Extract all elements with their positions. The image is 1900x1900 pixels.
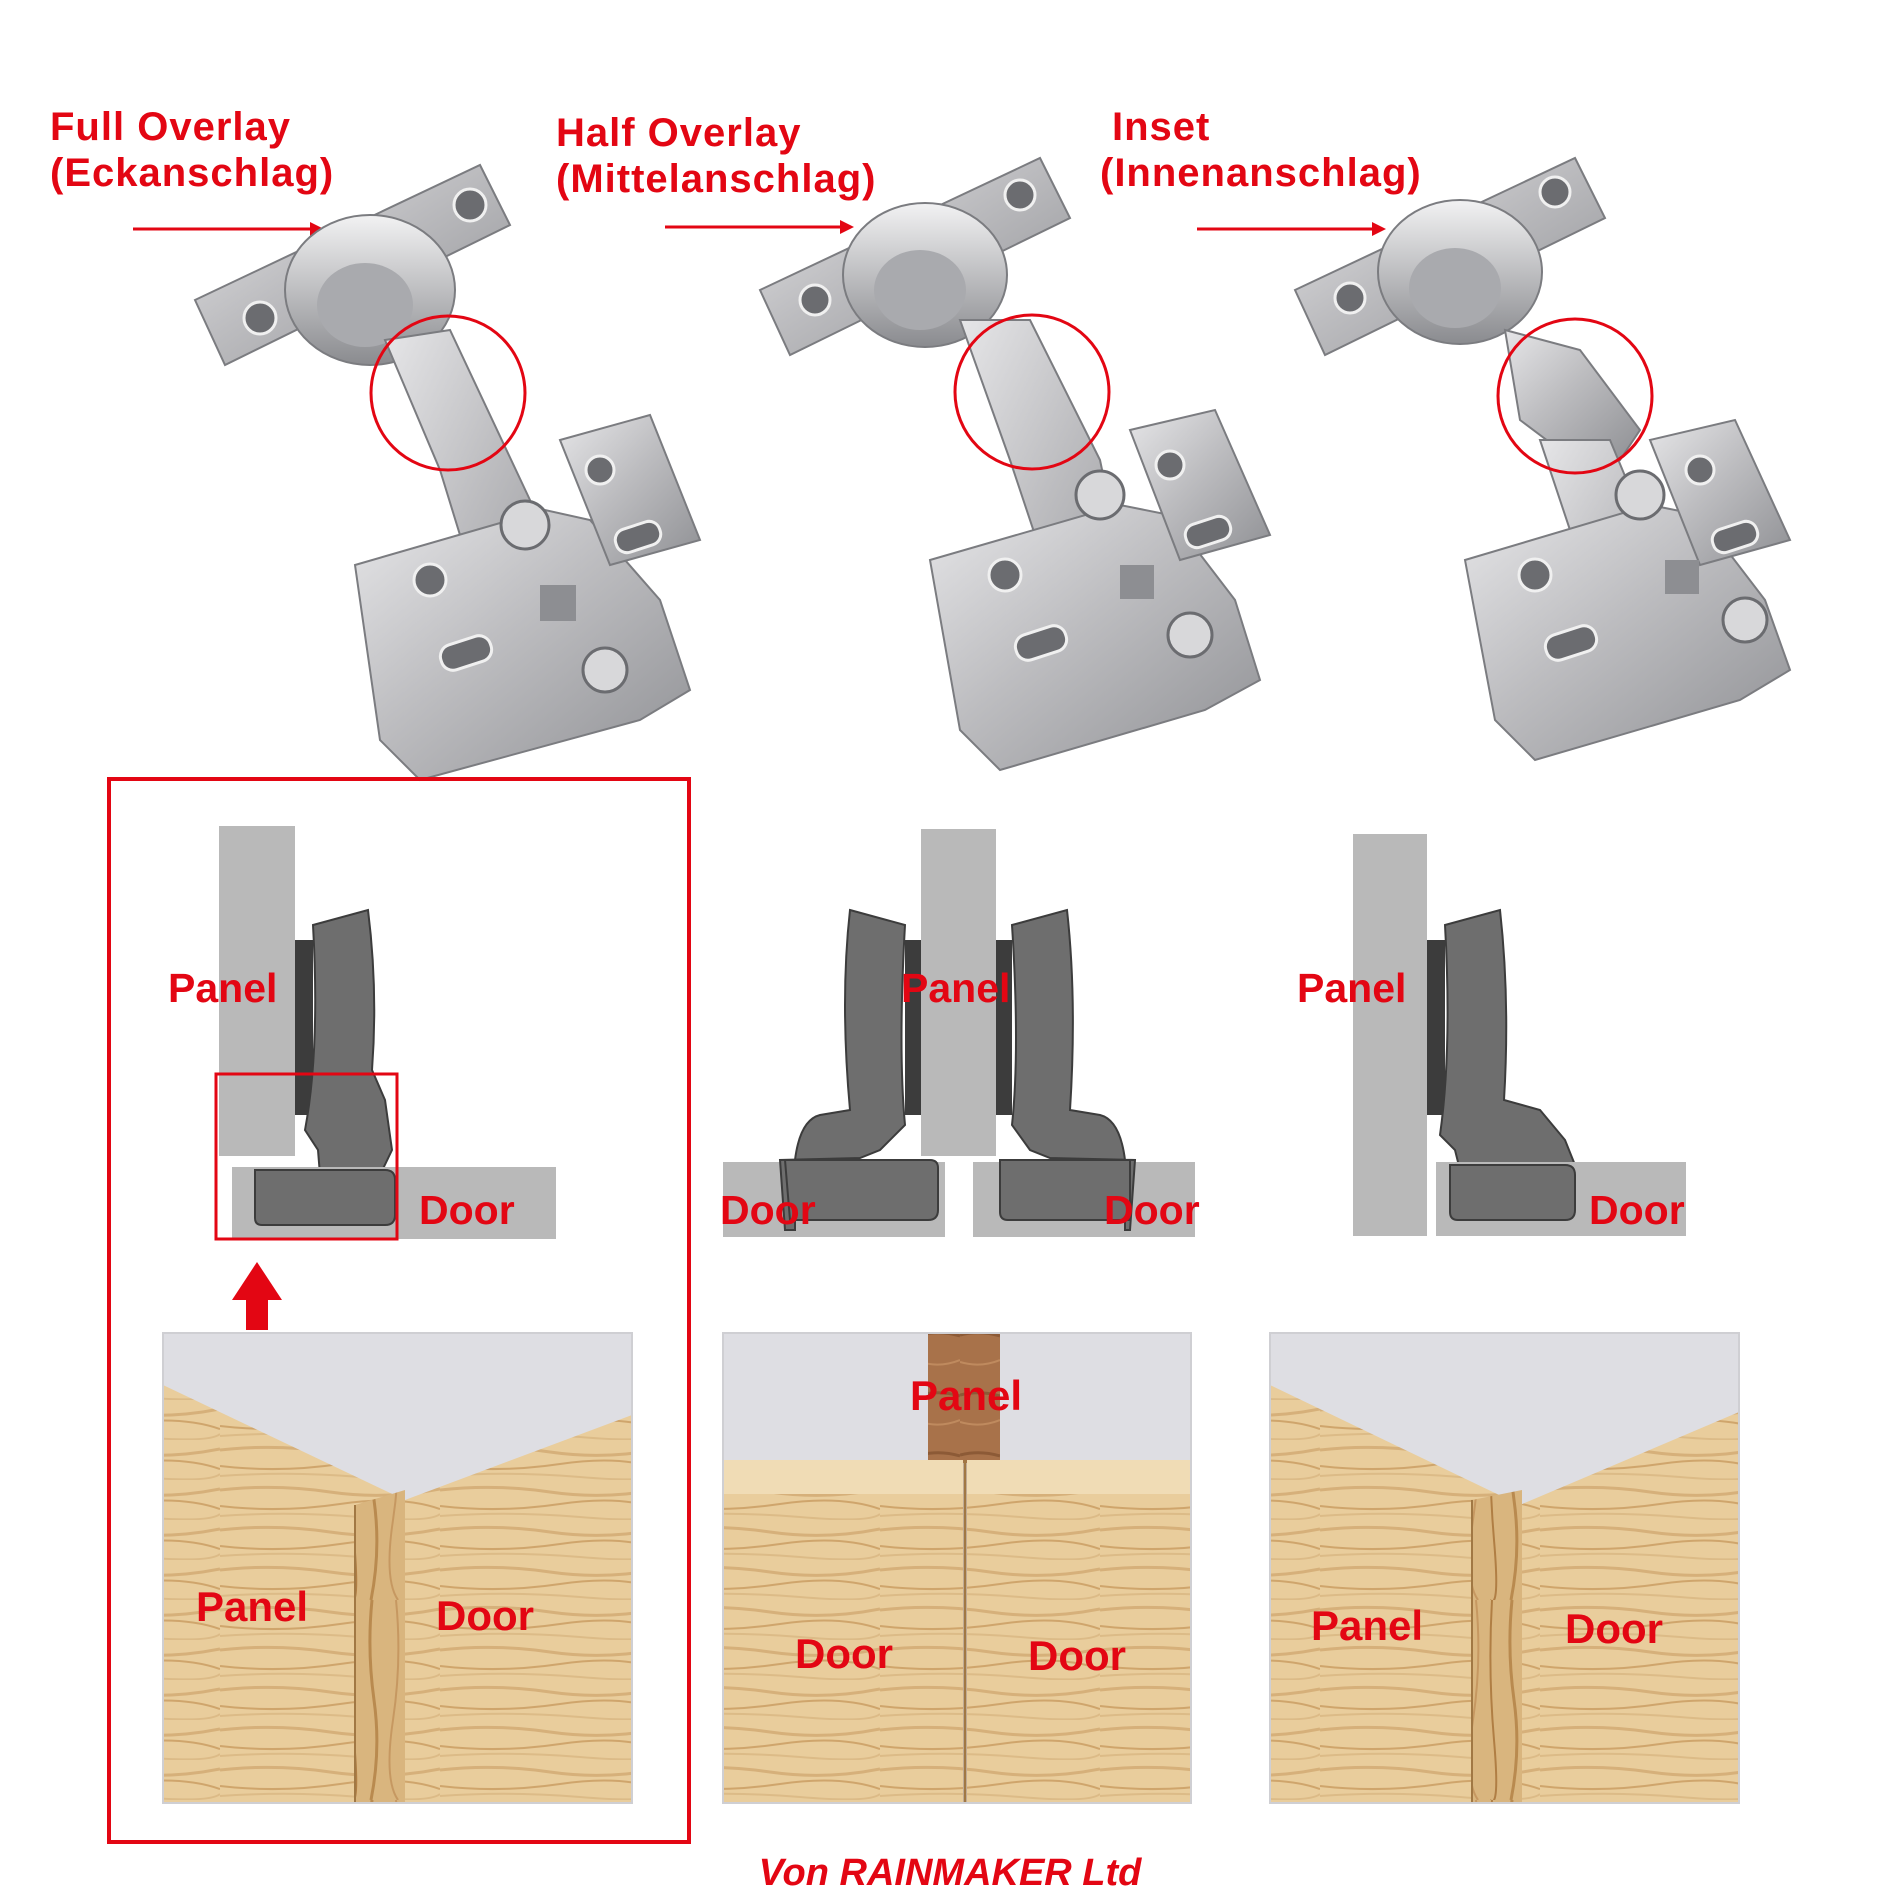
- highlight-circle-inset: [1496, 317, 1654, 475]
- pointer-arrow-full: [133, 222, 324, 236]
- diagram-label-inset-door: Door: [1589, 1187, 1685, 1233]
- diagram-panel-inset: [1353, 834, 1427, 1236]
- diagram-half-overlay: [723, 829, 1195, 1237]
- header-half-overlay: Half Overlay (Mittelanschlag): [556, 110, 876, 202]
- diagram-label-half-door-left: Door: [720, 1187, 816, 1233]
- photo-label-full-panel: Panel: [196, 1583, 309, 1630]
- hinge-photo-full-overlay: [193, 163, 702, 782]
- photo-label-half-panel: Panel: [910, 1372, 1023, 1419]
- highlight-circle-full: [369, 314, 527, 472]
- wood-photo-full-overlay: [162, 1332, 633, 1804]
- diagram-label-full-panel: Panel: [168, 965, 278, 1011]
- diagram-label-inset-panel: Panel: [1297, 965, 1407, 1011]
- full-overlay-highlight-frame: [107, 777, 691, 1844]
- wood-photo-half-overlay: [722, 1332, 1192, 1804]
- header-full-overlay: Full Overlay (Eckanschlag): [50, 104, 334, 196]
- footer-credit: Von RAINMAKER Ltd: [758, 1852, 1142, 1894]
- diagram-detail-box: [214, 1072, 399, 1241]
- diagram-full-overlay: [214, 826, 556, 1330]
- diagram-label-half-panel: Panel: [901, 965, 1011, 1011]
- photo-label-inset-door: Door: [1565, 1605, 1663, 1652]
- hinge-photo-half-overlay: [758, 156, 1272, 772]
- header-arrows: [133, 220, 1386, 236]
- header-inset-subtitle: (Innenanschlag): [1100, 151, 1422, 195]
- photo-label-full-door: Door: [436, 1592, 534, 1639]
- pointer-arrow-inset: [1197, 222, 1386, 236]
- diagram-panel-half: [921, 829, 996, 1156]
- photo-label-inset-panel: Panel: [1311, 1602, 1424, 1649]
- header-half-overlay-subtitle: (Mittelanschlag): [556, 157, 877, 201]
- diagram-label-half-door-right: Door: [1104, 1187, 1200, 1233]
- diagram-inset: [1353, 834, 1686, 1236]
- header-inset-title: Inset: [1112, 105, 1211, 149]
- wood-photo-inset: [1269, 1332, 1740, 1804]
- photo-label-half-door-left: Door: [795, 1630, 893, 1677]
- header-inset: Inset (Innenanschlag): [1100, 104, 1422, 196]
- diagram-panel-full: [219, 826, 295, 1156]
- up-arrow-icon: [232, 1262, 282, 1330]
- photo-label-half-door-right: Door: [1028, 1632, 1126, 1679]
- highlight-circle-half: [953, 313, 1111, 471]
- hinge-photo-inset: [1293, 156, 1792, 762]
- diagram-label-full-door: Door: [419, 1187, 515, 1233]
- header-half-overlay-title: Half Overlay: [556, 111, 802, 155]
- header-full-overlay-title: Full Overlay: [50, 105, 291, 149]
- pointer-arrow-half: [665, 220, 854, 234]
- header-full-overlay-subtitle: (Eckanschlag): [50, 151, 335, 195]
